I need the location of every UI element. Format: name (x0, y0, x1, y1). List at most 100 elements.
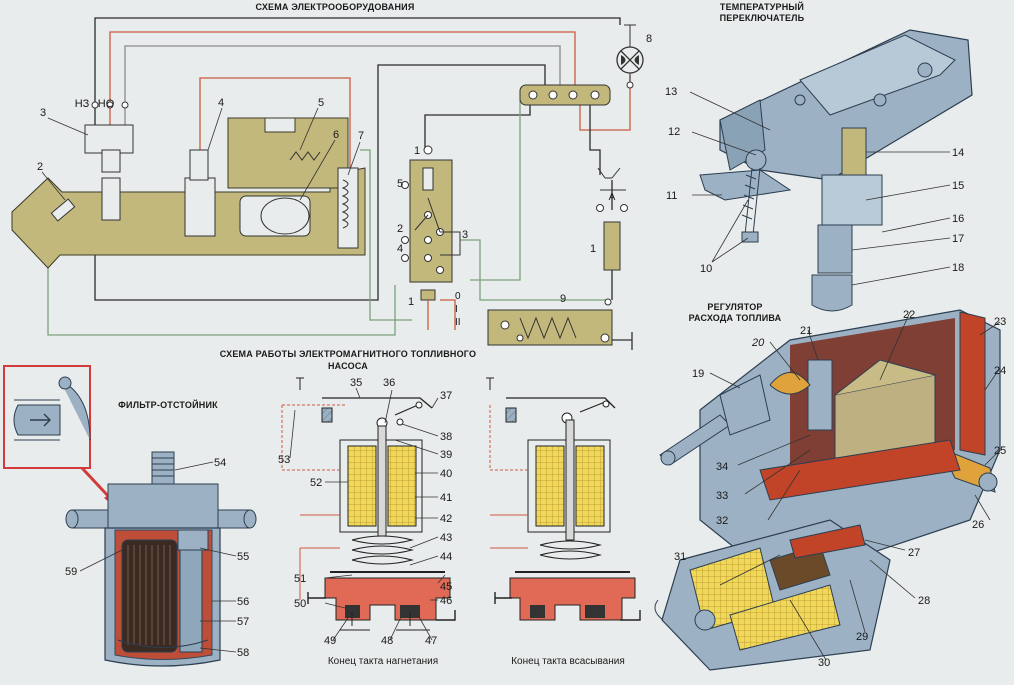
callout-4-switch: 4 (397, 243, 403, 255)
thermoswitch-contacts (101, 149, 121, 173)
callout-45: 45 (440, 581, 452, 593)
callout-36: 36 (383, 377, 395, 389)
callout-13: 13 (665, 86, 677, 98)
sensor-bulb (811, 274, 853, 312)
callout-42: 42 (440, 513, 452, 525)
callout-39: 39 (440, 449, 452, 461)
ballast-resistor (603, 221, 621, 271)
switch-knob (420, 289, 436, 301)
callout-41: 41 (440, 492, 452, 504)
callout-40: 40 (440, 468, 452, 480)
solenoid-cap (264, 117, 296, 133)
callout-29: 29 (856, 631, 868, 643)
callout-34: 34 (716, 461, 728, 473)
regulator-title-1: РЕГУЛЯТОР (707, 302, 762, 312)
callout-16: 16 (952, 213, 964, 225)
temp-switch-title-1: ТЕМПЕРАТУРНЫЙ (720, 1, 804, 12)
callout-44: 44 (440, 551, 452, 563)
callout-27: 27 (908, 547, 920, 559)
fuel-regulator-drawing (654, 309, 1001, 671)
callout-20: 20 (751, 337, 765, 349)
fuel-valve-stem (189, 149, 209, 181)
glow-plug-spiral (519, 316, 577, 340)
callout-18: 18 (952, 262, 964, 274)
callout-43: 43 (440, 532, 452, 544)
thermoswitch-box (84, 124, 134, 154)
filter-element (121, 539, 178, 653)
callout-3-switch: 3 (462, 229, 468, 241)
callout-46: 46 (440, 595, 452, 607)
solenoid-coil-right (729, 584, 841, 651)
callout-56: 56 (237, 596, 249, 608)
callout-17: 17 (952, 233, 964, 245)
valve-spring (769, 372, 811, 395)
callout-47: 47 (425, 635, 437, 647)
callout-2-switch: 2 (397, 223, 403, 235)
pump-scheme-discharge (281, 377, 456, 631)
callout-38: 38 (440, 431, 452, 443)
pump-scheme-suction (486, 377, 641, 621)
callout-35: 35 (350, 377, 362, 389)
callout-6: 6 (333, 129, 339, 141)
callout-numbers: 3 2 4 5 6 7 8 9 1 5 2 4 3 1 1 13 12 11 1… (37, 33, 1006, 669)
adjust-screw-head (745, 149, 767, 171)
callout-25: 25 (994, 445, 1006, 457)
callout-59: 59 (65, 566, 77, 578)
label-pos-2: II (455, 317, 461, 328)
label-nz: НЗ (75, 98, 90, 110)
callout-12: 12 (668, 126, 680, 138)
callout-53: 53 (278, 454, 290, 466)
callout-24: 24 (994, 365, 1006, 377)
thermal-sensor-stem (101, 177, 121, 221)
terminal-strip (519, 84, 611, 106)
switch-terminals (401, 181, 444, 274)
callout-54: 54 (214, 457, 226, 469)
pump-scheme-title-2: НАСОСА (328, 361, 368, 371)
label-no: НО (98, 98, 115, 110)
callout-23: 23 (994, 316, 1006, 328)
regulator-seal (959, 311, 986, 456)
pump-lever (322, 397, 433, 409)
temperature-switch-drawing (699, 29, 973, 312)
callout-10: 10 (700, 263, 712, 275)
callout-52: 52 (310, 477, 322, 489)
filter-drawing (3, 365, 257, 667)
pump-coil-left (347, 445, 377, 527)
flame-sensor-element (50, 198, 76, 222)
callout-4: 4 (218, 97, 224, 109)
wiring-title: СХЕМА ЭЛЕКТРООБОРУДОВАНИЯ (255, 2, 414, 12)
titles: СХЕМА ЭЛЕКТРООБОРУДОВАНИЯ ТЕМПЕРАТУРНЫЙ … (118, 1, 804, 667)
callout-11: 11 (666, 190, 677, 202)
callout-32: 32 (716, 515, 728, 527)
callout-55: 55 (237, 551, 249, 563)
label-ammeter: А (609, 192, 616, 203)
fuel-valve-cutout (184, 177, 216, 237)
pump-coil-right (387, 445, 417, 527)
return-spring (289, 151, 321, 161)
wiring-lines (47, 17, 631, 336)
solenoid-block (661, 519, 891, 671)
pump-spring (351, 535, 414, 565)
sensor-tube (817, 224, 853, 274)
pump-scheme-title-1: СХЕМА РАБОТЫ ЭЛЕКТРОМАГНИТНОГО ТОПЛИВНОГ… (220, 349, 476, 359)
callout-37: 37 (440, 390, 452, 402)
callout-33: 33 (716, 490, 728, 502)
callout-51: 51 (294, 573, 306, 585)
callout-2: 2 (37, 161, 43, 173)
regulator-title-2: РАСХОДА ТОПЛИВА (689, 313, 782, 323)
switch-fuse (422, 167, 434, 191)
pump-chamber-red (324, 577, 451, 621)
fuel-channel (759, 439, 961, 501)
callout-1-knob: 1 (408, 296, 414, 308)
callout-5-switch: 5 (397, 178, 403, 190)
filter-title: ФИЛЬТР-ОТСТОЙНИК (118, 399, 218, 410)
callout-26: 26 (972, 519, 984, 531)
callout-19: 19 (692, 368, 704, 380)
callout-57: 57 (237, 616, 249, 628)
wiring-labels: НЗ НО 0 I II А (75, 98, 616, 328)
glow-plug-coil (341, 179, 349, 229)
callout-48: 48 (381, 635, 393, 647)
pump-plunger (377, 425, 387, 537)
